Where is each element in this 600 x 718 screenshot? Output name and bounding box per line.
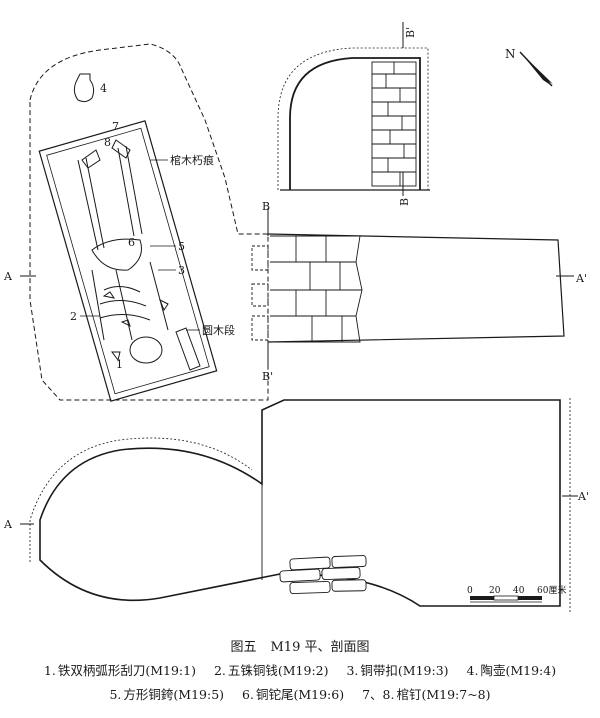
- legend-item-6: 6.铜铊尾(M19:6): [242, 687, 345, 702]
- item-label-5: 5: [178, 240, 185, 253]
- north-arrow-icon: N: [505, 47, 553, 87]
- plan-b-prime-label: B': [262, 370, 273, 383]
- figure-number: 图五: [230, 640, 257, 655]
- legend-item-3: 3.铜带扣(M19:3): [346, 663, 449, 678]
- section-a-label: A: [3, 518, 13, 531]
- legend-item-4: 4.陶壶(M19:4): [466, 663, 557, 678]
- legend-item-5: 5.方形铜銙(M19:5): [109, 687, 225, 702]
- scale-tick-20: 20: [489, 586, 501, 596]
- legend-item-7-8: 7、8.棺钉(M19:7~8): [362, 687, 491, 702]
- scale-tick-0: 0: [467, 586, 473, 596]
- section-a-prime-label: A': [577, 490, 589, 503]
- scale-tick-60: 60厘米: [537, 584, 566, 596]
- round-log-label: 圆木段: [202, 323, 235, 337]
- legend-row-1: 1.铁双柄弧形刮刀(M19:1) 2.五铢铜钱(M19:2) 3.铜带扣(M19…: [0, 660, 600, 679]
- item-label-4: 4: [100, 82, 107, 95]
- legend-item-2: 2.五铢铜钱(M19:2): [213, 663, 329, 678]
- item-label-8: 8: [104, 136, 111, 149]
- section-a-view: A A': [3, 398, 589, 612]
- plan-a-label: A: [3, 270, 13, 283]
- figure-title-text: M19 平、剖面图: [270, 640, 370, 655]
- section-b-view: B' B: [277, 22, 430, 206]
- plan-b-label: B: [262, 200, 270, 213]
- plan-view: 4 7 8 6 5 3 2 1 棺木朽痕 圆木段 B B' A A': [3, 43, 587, 402]
- item-label-3: 3: [178, 264, 185, 277]
- item-label-1: 1: [116, 358, 123, 371]
- scale-bar: 0 20 40 60厘米: [467, 584, 566, 603]
- section-b-top-label: B': [404, 27, 417, 38]
- section-b-bottom-label: B: [398, 198, 411, 206]
- item-label-6: 6: [128, 236, 135, 249]
- coffin-remains-label: 棺木朽痕: [170, 153, 214, 167]
- scale-tick-40: 40: [513, 586, 525, 596]
- legend-row-2: 5.方形铜銙(M19:5) 6.铜铊尾(M19:6) 7、8.棺钉(M19:7~…: [0, 684, 600, 703]
- item-label-2: 2: [70, 310, 77, 323]
- legend-item-1: 1.铁双柄弧形刮刀(M19:1): [43, 663, 196, 678]
- plan-a-prime-label: A': [575, 272, 587, 285]
- item-label-7: 7: [112, 120, 119, 133]
- compass-label: N: [505, 47, 516, 61]
- figure-title: 图五 M19 平、剖面图: [0, 636, 600, 655]
- tomb-plan-section-drawing: N B' B: [3, 22, 589, 612]
